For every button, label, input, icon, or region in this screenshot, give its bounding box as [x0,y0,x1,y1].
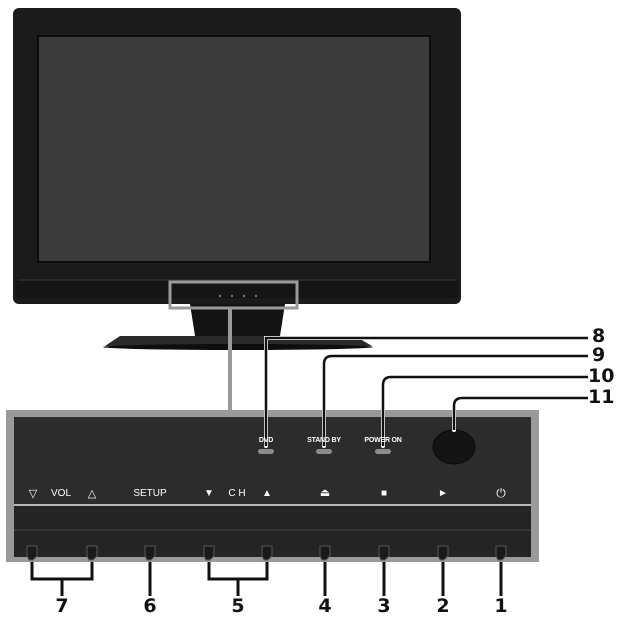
stop-button[interactable] [378,545,390,561]
play-icon: ► [438,488,448,499]
power-on-led [375,449,391,454]
callout-1: 1 [494,595,508,617]
power-icon: ⏻ [496,486,506,500]
leader-8 [264,336,588,446]
callout-8: 8 [592,325,606,347]
power-button[interactable] [495,545,507,561]
tv-set [13,8,461,410]
play-button[interactable] [437,545,449,561]
strip-dot-1 [218,294,222,298]
dvd-led-label: DVD [258,437,274,444]
eject-button[interactable] [319,545,331,561]
vol-up-label: △ [87,488,97,500]
remote-sensor [432,429,476,465]
callout-11: 11 [588,386,615,408]
vol-up-button[interactable] [86,545,98,561]
callout-7: 7 [55,595,69,617]
tv-stand-neck [190,304,285,336]
tv-bottom-strip [16,280,458,298]
control-panel [6,410,539,562]
strip-dot-4 [254,294,258,298]
ch-down-button[interactable] [203,545,215,561]
setup-label: SETUP [133,488,167,499]
ch-down-label: ▼ [204,488,214,499]
tv-screen [37,35,431,263]
callout-6: 6 [143,595,157,617]
strip-dot-2 [230,294,234,298]
callout-10: 10 [588,365,615,387]
ch-label: C H [228,488,246,499]
callout-3: 3 [377,595,391,617]
setup-button[interactable] [144,545,156,561]
ch-up-label: ▲ [262,488,272,499]
vol-down-label: ▽ [28,488,38,500]
callout-5: 5 [231,595,245,617]
panel-buttons [26,545,507,561]
bracket-5 [207,562,269,581]
ch-up-button[interactable] [261,545,273,561]
stop-icon: ■ [380,488,388,499]
strip-dot-3 [242,294,246,298]
controls-highlight-box [168,280,299,310]
tv-stand-base-shadow [103,344,373,350]
eject-icon: ⏏ [319,487,331,499]
power-on-led-label: POWER ON [364,437,402,444]
vol-down-button[interactable] [26,545,38,561]
bracket-7 [30,562,94,581]
callout-2: 2 [436,595,450,617]
top-leaders-inner [264,336,588,446]
vol-label: VOL [50,488,72,499]
callout-4: 4 [318,595,332,617]
leader-10 [381,375,588,446]
dvd-led [258,449,274,454]
leader-11 [452,396,588,430]
standby-led-label: STAND BY [307,437,341,444]
callout-brackets [30,562,503,596]
leader-9 [322,354,588,446]
callout-9: 9 [592,344,606,366]
standby-led [316,449,332,454]
